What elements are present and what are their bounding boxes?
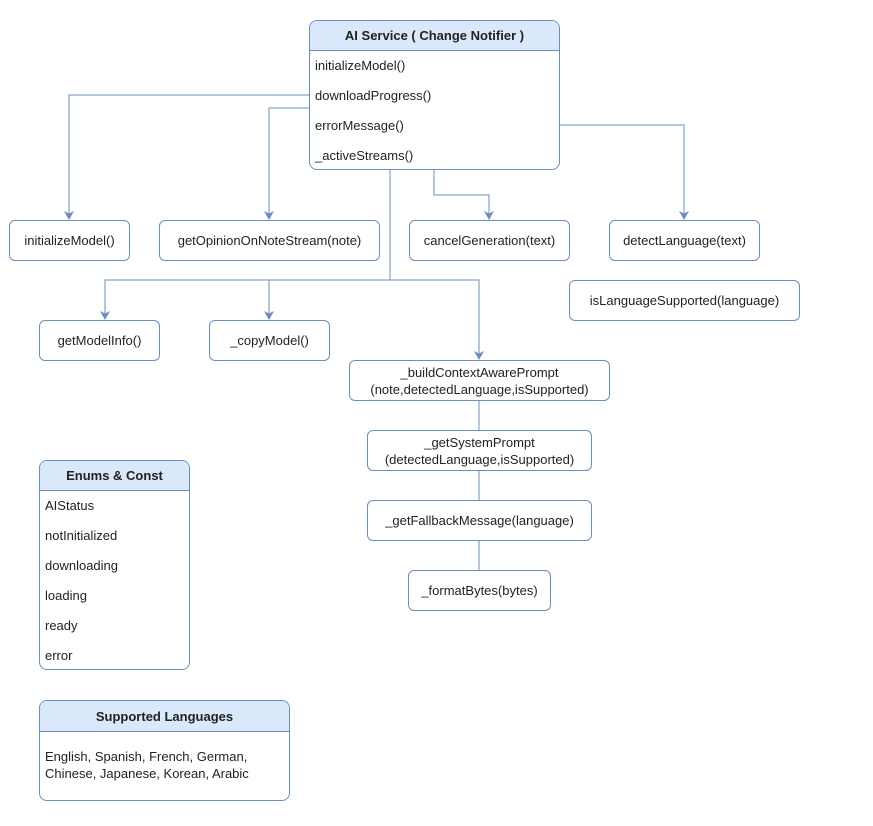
ai-service-title: AI Service ( Change Notifier ) bbox=[310, 21, 559, 51]
method-get-model-info-label: getModelInfo() bbox=[57, 333, 142, 348]
method-cancel-generation: cancelGeneration(text) bbox=[409, 220, 570, 261]
method-system-prompt-name: _getSystemPrompt bbox=[424, 434, 535, 450]
enum-item: error bbox=[45, 648, 73, 663]
enum-item: ready bbox=[45, 618, 78, 633]
method-detect-language-label: detectLanguage(text) bbox=[623, 233, 746, 248]
method-get-model-info: getModelInfo() bbox=[39, 320, 160, 361]
method-system-prompt: _getSystemPrompt (detectedLanguage,isSup… bbox=[367, 430, 592, 471]
method-copy-model: _copyModel() bbox=[209, 320, 330, 361]
method-build-prompt-params: (note,detectedLanguage,isSupported) bbox=[370, 381, 589, 397]
method-initialize-model-label: initializeModel() bbox=[24, 233, 115, 248]
method-system-prompt-params: (detectedLanguage,isSupported) bbox=[384, 451, 575, 467]
edge-to-build-prompt bbox=[390, 279, 484, 360]
method-build-prompt: _buildContextAwarePrompt (note,detectedL… bbox=[349, 360, 610, 401]
method-fallback-message: _getFallbackMessage(language) bbox=[367, 500, 592, 541]
edge-to-get-opinion bbox=[264, 107, 310, 220]
method-build-prompt-name: _buildContextAwarePrompt bbox=[400, 364, 559, 380]
method-initialize-model: initializeModel() bbox=[9, 220, 130, 261]
method-copy-model-label: _copyModel() bbox=[230, 333, 309, 348]
edge-to-cancel-generation bbox=[433, 170, 494, 220]
enums-class: Enums & Const AIStatus notInitialized do… bbox=[39, 460, 190, 670]
languages-list: English, Spanish, French, German, Chines… bbox=[40, 732, 289, 782]
method-cancel-generation-label: cancelGeneration(text) bbox=[423, 233, 556, 248]
member-download-progress: downloadProgress() bbox=[315, 88, 432, 103]
languages-class: Supported Languages English, Spanish, Fr… bbox=[39, 700, 290, 801]
method-format-bytes: _formatBytes(bytes) bbox=[408, 570, 551, 611]
member-error-message: errorMessage() bbox=[315, 118, 404, 133]
languages-title: Supported Languages bbox=[40, 701, 289, 732]
method-is-language-supported-label: isLanguageSupported(language) bbox=[589, 293, 780, 308]
method-get-opinion-label: getOpinionOnNoteStream(note) bbox=[177, 233, 362, 248]
method-get-opinion: getOpinionOnNoteStream(note) bbox=[159, 220, 380, 261]
enum-item: notInitialized bbox=[45, 528, 118, 543]
languages-line-1: English, Spanish, French, German, bbox=[45, 749, 248, 764]
ai-service-class: AI Service ( Change Notifier ) initializ… bbox=[309, 20, 560, 170]
languages-line-2: Chinese, Japanese, Korean, Arabic bbox=[45, 766, 249, 781]
method-format-bytes-label: _formatBytes(bytes) bbox=[421, 583, 538, 598]
enum-item: downloading bbox=[45, 558, 119, 573]
method-detect-language: detectLanguage(text) bbox=[609, 220, 760, 261]
edge-to-initialize-model bbox=[64, 94, 310, 220]
method-fallback-message-label: _getFallbackMessage(language) bbox=[385, 513, 574, 528]
enum-item: AIStatus bbox=[45, 498, 95, 513]
edge-to-get-model-info bbox=[100, 279, 390, 320]
member-active-streams: _activeStreams() bbox=[315, 148, 414, 163]
member-initialize-model: initializeModel() bbox=[315, 58, 406, 73]
enums-title: Enums & Const bbox=[40, 461, 189, 491]
method-is-language-supported: isLanguageSupported(language) bbox=[569, 280, 800, 321]
edge-to-detect-language bbox=[560, 124, 689, 220]
enum-item: loading bbox=[45, 588, 87, 603]
